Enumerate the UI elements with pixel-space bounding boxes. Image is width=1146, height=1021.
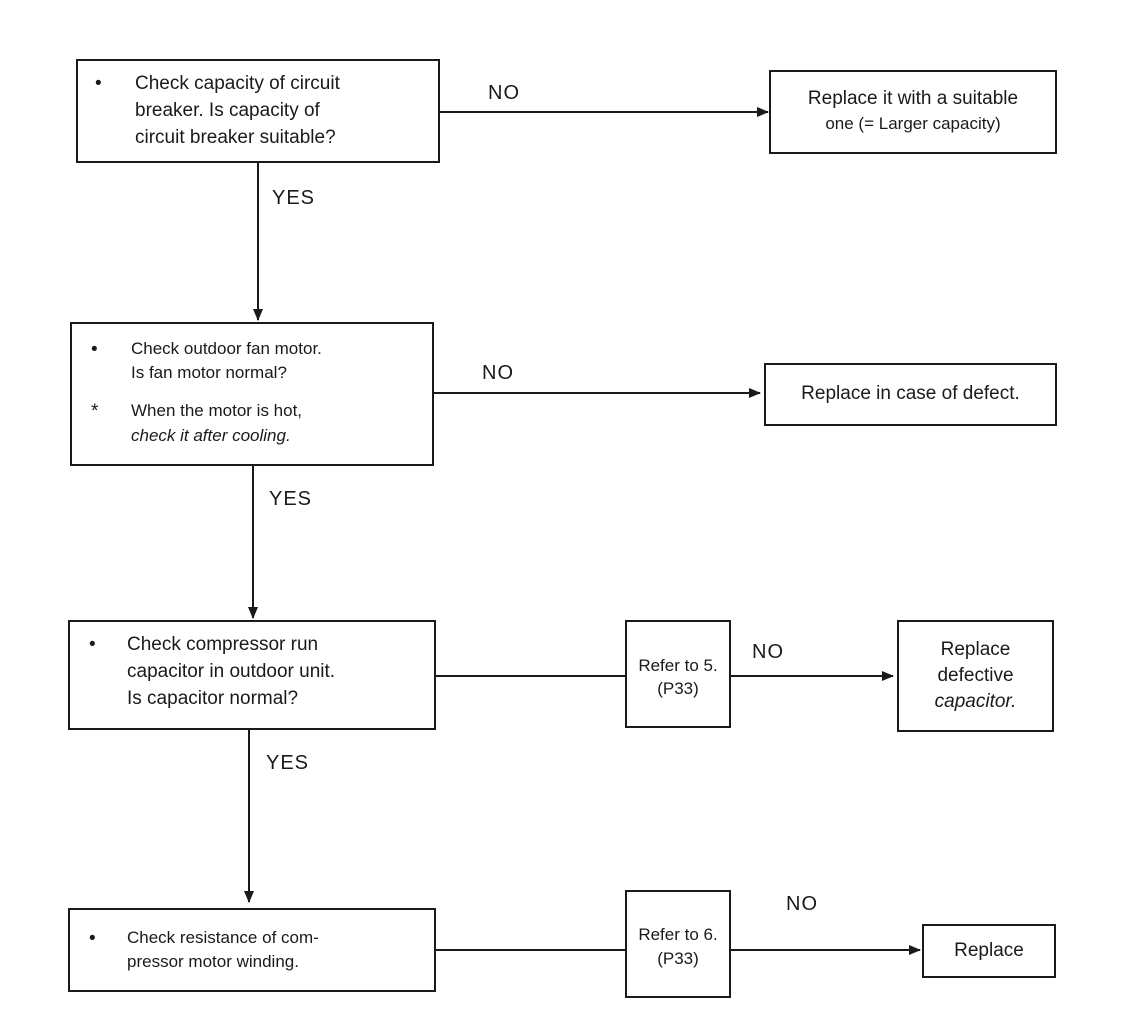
check-fan-motor-box: • Check outdoor fan motor. Is fan motor … (70, 322, 434, 466)
bullet-icon: • (95, 73, 102, 94)
action4-text: Replace (954, 940, 1024, 961)
check-circuit-breaker-box: • Check capacity of circuit breaker. Is … (76, 59, 440, 163)
asterisk-note-icon: * (91, 401, 99, 422)
check3-line-2: capacitor in outdoor unit. (127, 661, 336, 682)
label-no-3: NO (752, 641, 784, 663)
check1-line-1: Check capacity of circuit (135, 73, 340, 94)
replace-compressor-box: Replace (922, 924, 1056, 978)
check2-line-1: Check outdoor fan motor. (131, 339, 322, 358)
ref4-line-1: Refer to 6. (638, 925, 718, 944)
bullet-icon: • (89, 634, 96, 655)
label-no-2: NO (482, 362, 514, 384)
action3-line-3: capacitor. (934, 691, 1017, 712)
action3-line-1: Replace (940, 639, 1011, 660)
check4-line-1: Check resistance of com- (127, 928, 319, 947)
refer-to-6-box: Refer to 6. (P33) (625, 890, 731, 998)
check2-note-line-1: When the motor is hot, (131, 401, 303, 420)
check3-line-1: Check compressor run (127, 634, 319, 655)
ref3-line-1: Refer to 5. (638, 656, 718, 675)
action2-text: Replace in case of defect. (801, 383, 1020, 404)
label-no-4: NO (786, 893, 818, 915)
check1-line-3: circuit breaker suitable? (135, 127, 336, 148)
check4-line-2: pressor motor winding. (127, 952, 299, 971)
bullet-icon: • (89, 928, 96, 949)
replace-fan-motor-box: Replace in case of defect. (764, 363, 1057, 426)
action1-line-1: Replace it with a suitable (807, 88, 1019, 109)
refer-to-5-box: Refer to 5. (P33) (625, 620, 731, 728)
ref4-line-2: (P33) (657, 949, 699, 968)
check1-line-2: breaker. Is capacity of (135, 100, 320, 121)
check2-line-2: Is fan motor normal? (131, 363, 287, 382)
replace-breaker-box: Replace it with a suitable one (= Larger… (769, 70, 1057, 154)
label-yes-2: YES (269, 488, 313, 510)
check-winding-resistance-box: • Check resistance of com- pressor motor… (68, 908, 436, 992)
label-yes-3: YES (266, 752, 310, 774)
action3-line-2: defective (937, 665, 1014, 686)
check2-note-line-2: check it after cooling. (131, 426, 291, 445)
action1-line-2: one (= Larger capacity) (825, 114, 1001, 133)
label-yes-1: YES (272, 187, 316, 209)
bullet-icon: • (91, 339, 98, 360)
label-no-1: NO (488, 82, 520, 104)
ref3-line-2: (P33) (657, 679, 699, 698)
replace-capacitor-box: Replace defective capacitor. (897, 620, 1054, 732)
check3-line-3: Is capacitor normal? (127, 688, 299, 709)
check-run-capacitor-box: • Check compressor run capacitor in outd… (68, 620, 436, 730)
